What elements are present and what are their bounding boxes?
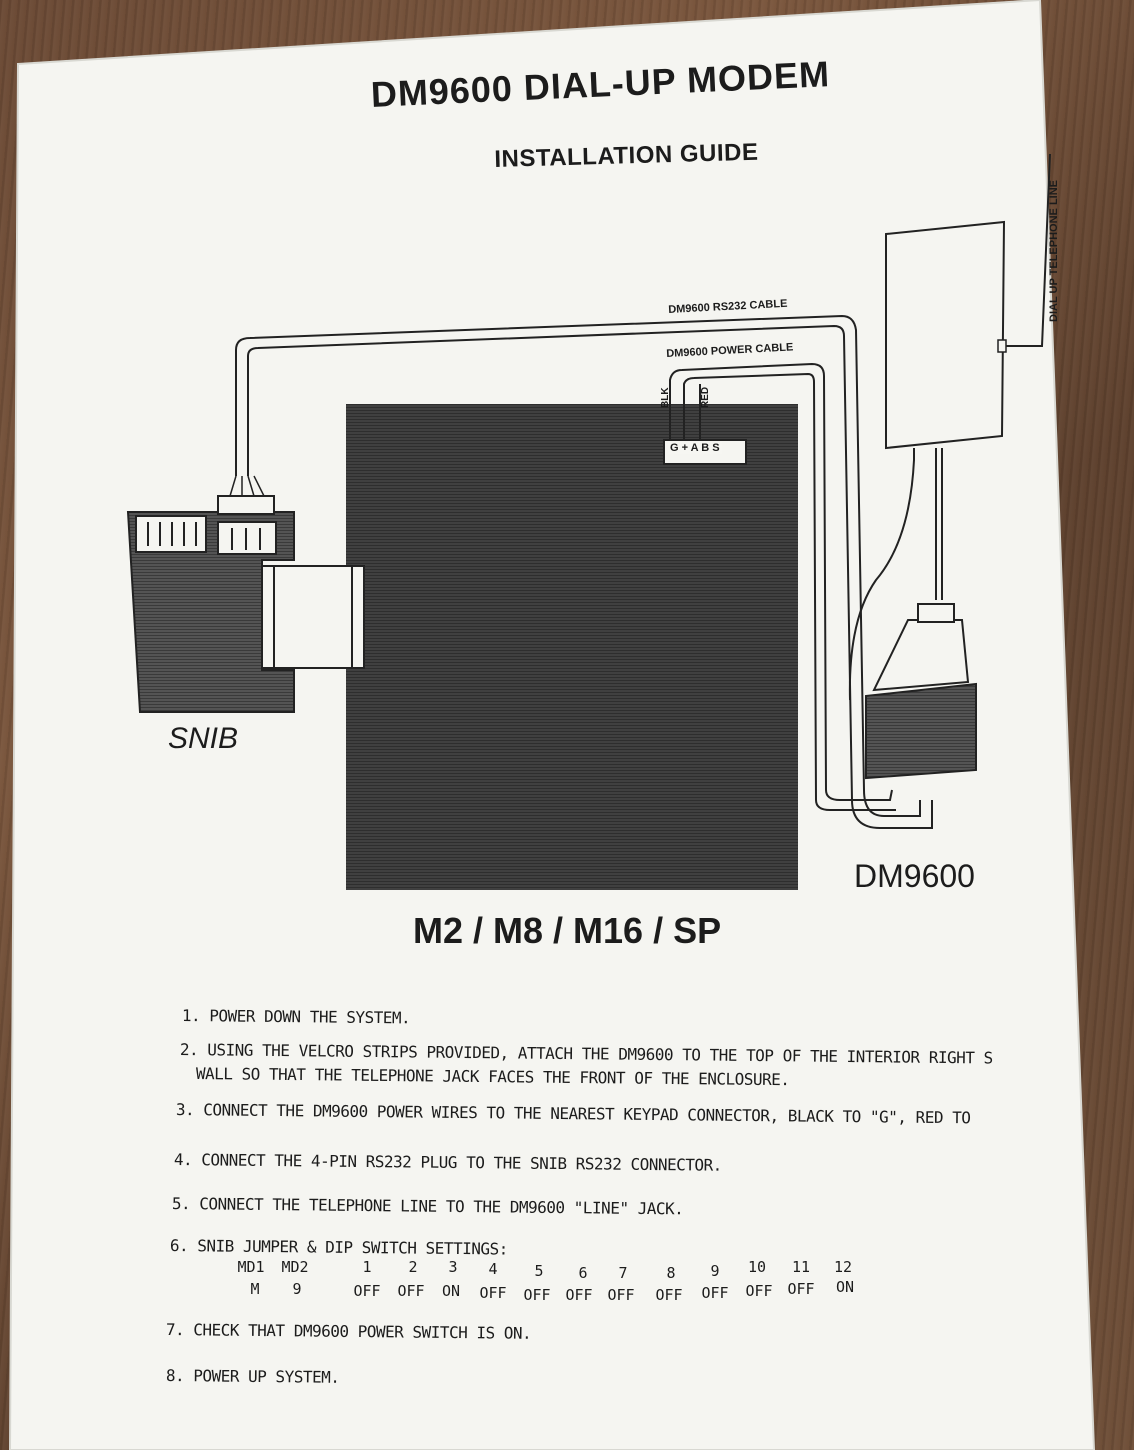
dip-switch-state: OFF: [479, 1284, 507, 1302]
dip-switch-number: 3: [448, 1258, 458, 1276]
instruction-step-7: 7. CHECK THAT DM9600 POWER SWITCH IS ON.: [165, 1320, 532, 1343]
jumper-md2-name: MD2: [281, 1258, 309, 1276]
dm9600-modem-unit: [885, 220, 1006, 450]
power-cable: [669, 362, 893, 801]
dip-switch-state: OFF: [353, 1282, 381, 1300]
dip-switch-number: 9: [710, 1262, 720, 1280]
telephone-line-cable: [1002, 153, 1051, 347]
main-panel-board: [346, 404, 798, 890]
snib-board: [126, 511, 295, 713]
wire-blk-label: BLK: [660, 387, 671, 408]
jumper-md1-value: M: [250, 1280, 260, 1298]
dip-switch-state: OFF: [787, 1280, 815, 1298]
dip-switch-state: ON: [835, 1278, 855, 1296]
dip-switch-state: OFF: [655, 1286, 683, 1304]
dip-switch-number: 11: [791, 1258, 811, 1276]
rs232-plug: [217, 495, 275, 515]
dip-switch-number: 8: [666, 1264, 676, 1282]
dip-switch-state: OFF: [745, 1282, 773, 1300]
dip-switch-state: OFF: [701, 1284, 729, 1302]
dip-switch-state: OFF: [607, 1286, 635, 1304]
ribbon-connector: [261, 565, 365, 669]
panel-model-label: M2 / M8 / M16 / SP: [413, 910, 722, 951]
dip-switch-number: 1: [362, 1258, 372, 1276]
instruction-step-1: 1. POWER DOWN THE SYSTEM.: [181, 1006, 411, 1028]
jumper-md1-name: MD1: [237, 1258, 265, 1276]
dip-switch-state: OFF: [565, 1286, 593, 1304]
jumper-md2-value: 9: [292, 1280, 302, 1298]
telephone-line-label: DIAL UP TELEPHONE LINE: [1048, 179, 1060, 322]
rs232-cable: [235, 314, 921, 817]
dip-switch-number: 10: [747, 1258, 767, 1276]
modem-label: DM9600: [854, 858, 975, 894]
dip-switch-state: ON: [441, 1282, 461, 1300]
dip-switch-number: 5: [534, 1262, 544, 1280]
wire-red-label: RED: [700, 386, 711, 408]
terminal-label: G + A B S: [668, 442, 722, 454]
dip-switch-number: 12: [833, 1258, 853, 1276]
dip-switch-number: 6: [578, 1264, 588, 1282]
dip-switch-state: OFF: [523, 1286, 551, 1304]
dip-switch-number: 4: [488, 1260, 498, 1278]
instruction-step-8: 8. POWER UP SYSTEM.: [165, 1366, 340, 1387]
dip-switch-number: 7: [618, 1264, 628, 1282]
snib-label: SNIB: [168, 722, 239, 755]
dip-switch-number: 2: [408, 1258, 418, 1276]
dip-switch-state: OFF: [397, 1282, 425, 1300]
instruction-step-6: 6. SNIB JUMPER & DIP SWITCH SETTINGS:: [169, 1236, 508, 1259]
